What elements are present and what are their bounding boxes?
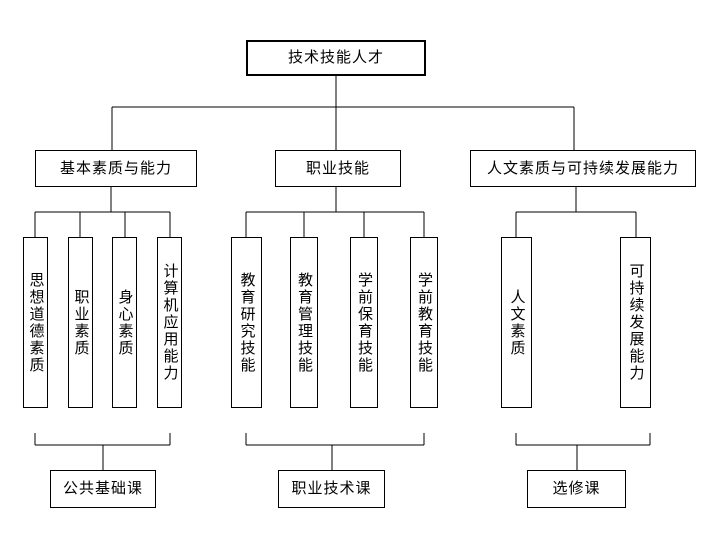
node-preschool-childcare-skills: 学前保育技能	[350, 237, 378, 408]
node-course-public-basic: 公共基础课	[50, 470, 156, 508]
node-branch-vocational-skills: 职业技能	[275, 150, 401, 187]
node-sustainable-development-ability: 可持续发展能力	[620, 237, 651, 408]
node-education-management-skills: 教育管理技能	[290, 237, 318, 408]
node-branch-humanistic-sustainable-ability: 人文素质与可持续发展能力	[470, 150, 696, 187]
node-branch-basic-quality-ability: 基本素质与能力	[35, 150, 197, 187]
node-preschool-education-skills: 学前教育技能	[410, 237, 438, 408]
node-professional-quality: 职业素质	[68, 237, 93, 408]
node-physical-mental-quality: 身心素质	[112, 237, 137, 408]
node-ideological-moral-quality: 思想道德素质	[23, 237, 48, 408]
node-course-vocational-technical: 职业技术课	[278, 470, 385, 508]
node-root-technical-talent: 技术技能人才	[246, 40, 426, 76]
node-humanistic-quality: 人文素质	[501, 237, 532, 408]
node-computer-application-ability: 计算机应用能力	[157, 237, 182, 408]
node-education-research-skills: 教育研究技能	[231, 237, 262, 408]
node-course-elective: 选修课	[527, 470, 626, 508]
